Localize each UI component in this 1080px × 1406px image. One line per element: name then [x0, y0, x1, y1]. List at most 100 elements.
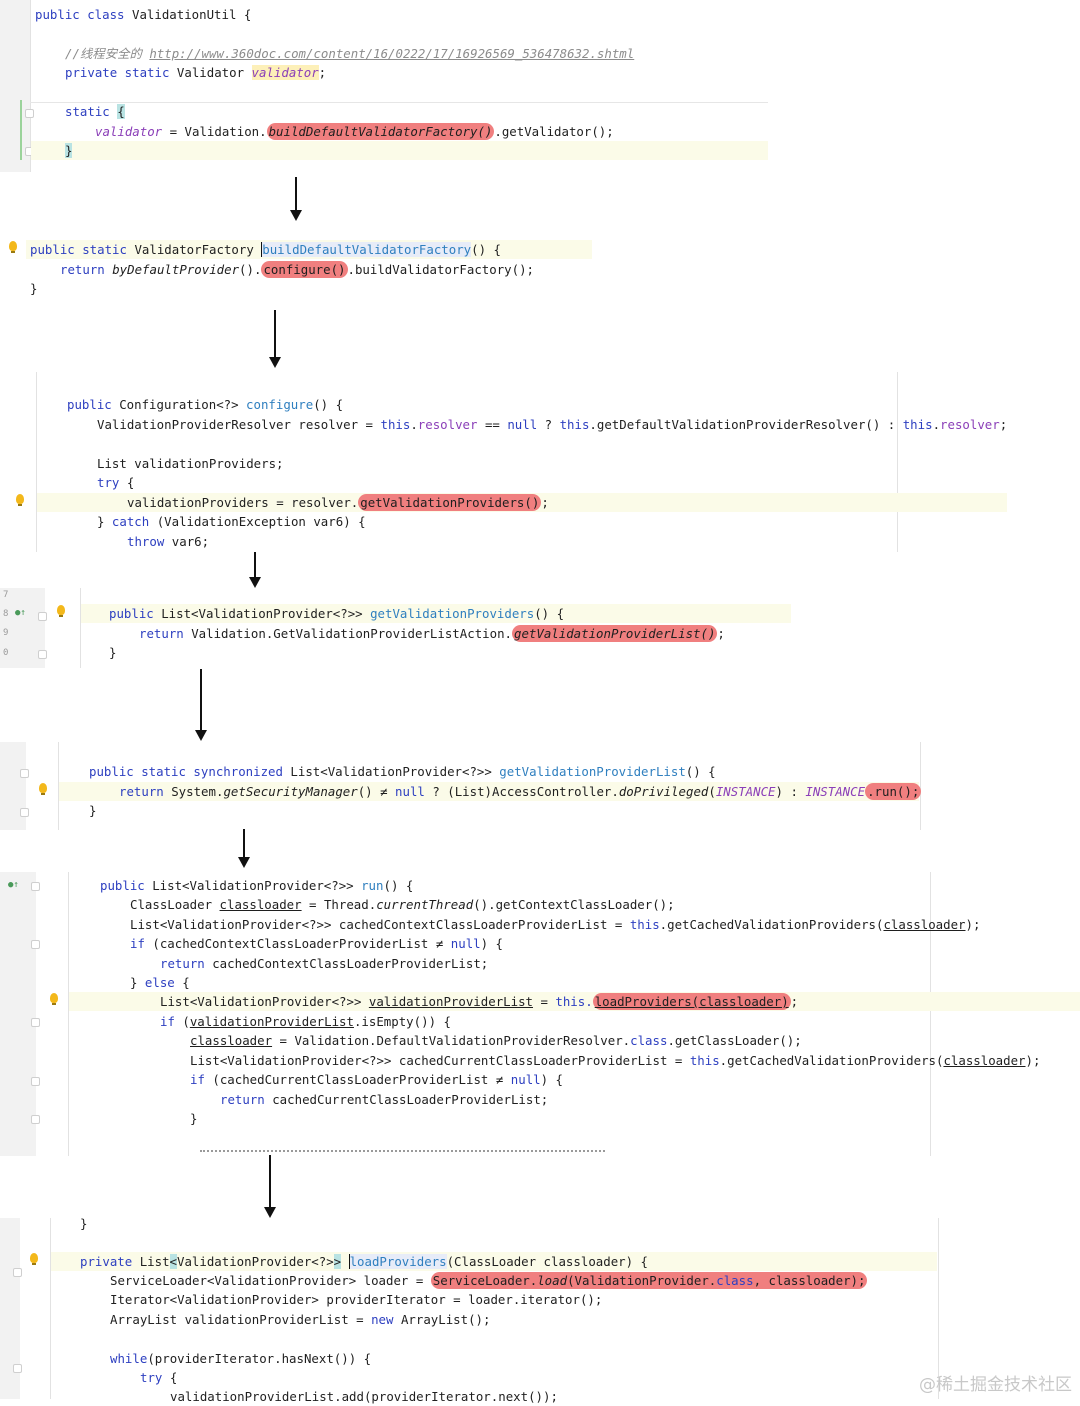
code-line: public static ValidatorFactory buildDefa… [30, 242, 501, 257]
code-line: ClassLoader classloader = Thread.current… [130, 897, 675, 912]
watermark: @稀土掘金技术社区 [919, 1375, 1072, 1395]
code-line: public List<ValidationProvider<?>> getVa… [109, 606, 565, 621]
current-line-highlight [59, 782, 919, 801]
code-line: List<ValidationProvider<?>> validationPr… [160, 993, 799, 1010]
code-line: public class ValidationUtil { [35, 7, 252, 22]
fold-icon[interactable] [38, 650, 47, 659]
flow-arrow [290, 177, 302, 221]
code-line: public Configuration<?> configure() { [67, 397, 344, 412]
code-line: return cachedContextClassLoaderProviderL… [160, 956, 489, 971]
right-margin [938, 1218, 939, 1399]
code-line: validationProviderList.add(providerItera… [170, 1389, 558, 1404]
line-number: 8 [3, 609, 9, 619]
code-panel-build-factory: public static ValidatorFactory buildDefa… [0, 236, 600, 301]
code-line: if (cachedCurrentClassLoaderProviderList… [190, 1072, 564, 1087]
code-line: return cachedCurrentClassLoaderProviderL… [220, 1092, 549, 1107]
code-line: ArrayList validationProviderList = new A… [110, 1312, 491, 1327]
flow-arrow [269, 310, 281, 368]
highlighted-call: getValidationProviderList() [512, 625, 718, 642]
highlighted-call: buildDefaultValidatorFactory() [266, 123, 495, 140]
highlighted-call: loadProviders(classloader) [592, 993, 791, 1010]
highlighted-call: ServiceLoader.load(ValidationProvider.cl… [430, 1272, 868, 1289]
override-icon[interactable]: ●↑ [8, 880, 19, 890]
fold-icon[interactable] [31, 1115, 40, 1124]
code-line: ServiceLoader<ValidationProvider> loader… [110, 1272, 868, 1289]
current-line-highlight [31, 141, 768, 160]
code-line: throw var6; [127, 534, 210, 549]
code-line: } else { [130, 975, 190, 990]
code-panel-validation-util: public class ValidationUtil { //线程安全的 ht… [0, 0, 770, 172]
line-number: 9 [3, 628, 9, 638]
code-line: //线程安全的 http://www.360doc.com/content/16… [65, 46, 635, 61]
highlighted-call: .run(); [865, 783, 922, 800]
code-panel-get-providers: 7 8 9 0 ●↑ public List<ValidationProvide… [0, 588, 800, 668]
code-line: try { [140, 1370, 178, 1385]
gutter-divider [50, 1218, 51, 1399]
fold-icon[interactable] [20, 769, 29, 778]
lightbulb-icon[interactable] [50, 993, 58, 1005]
code-line: private List<ValidationProvider<?>> load… [80, 1254, 648, 1269]
code-line: ValidationProviderResolver resolver = th… [97, 417, 1008, 432]
flow-arrow [264, 1155, 276, 1218]
lightbulb-icon[interactable] [57, 605, 65, 617]
comment-link[interactable]: http://www.360doc.com/content/16/0222/17… [149, 46, 635, 61]
code-line: validator = Validation.buildDefaultValid… [95, 123, 614, 140]
code-line: } [190, 1111, 198, 1126]
code-line: private static Validator validator; [65, 65, 327, 80]
fold-icon[interactable] [38, 612, 47, 621]
editor-gutter [0, 0, 30, 172]
fold-icon[interactable] [13, 1364, 22, 1373]
gutter-divider [30, 0, 31, 172]
code-line: } [89, 803, 97, 818]
right-margin [920, 742, 921, 830]
code-line: List<ValidationProvider<?>> cachedContex… [130, 917, 981, 932]
code-line: validationProviders = resolver.getValida… [127, 494, 549, 511]
flow-arrow [238, 829, 250, 868]
line-number: 7 [3, 590, 9, 600]
fold-icon[interactable] [13, 1268, 22, 1277]
code-line: } [80, 1216, 88, 1231]
fold-icon[interactable] [31, 940, 40, 949]
editor-gutter [0, 1218, 20, 1399]
editor-gutter [0, 588, 45, 668]
code-line: return Validation.GetValidationProviderL… [139, 625, 725, 642]
code-line: Iterator<ValidationProvider> providerIte… [110, 1292, 603, 1307]
fold-icon[interactable] [31, 1077, 40, 1086]
code-line: if (validationProviderList.isEmpty()) { [160, 1014, 451, 1029]
lightbulb-icon[interactable] [30, 1253, 38, 1265]
fold-icon[interactable] [31, 1018, 40, 1027]
lightbulb-icon[interactable] [9, 241, 17, 253]
code-line: while(providerIterator.hasNext()) { [110, 1351, 372, 1366]
fold-icon[interactable] [25, 109, 34, 118]
current-line-highlight [69, 992, 1080, 1011]
code-line: List<ValidationProvider<?>> cachedCurren… [190, 1053, 1041, 1068]
code-panel-run: ●↑ public List<ValidationProvider<?>> ru… [0, 872, 1080, 1156]
code-panel-load-providers: } private List<ValidationProvider<?>> lo… [0, 1216, 940, 1404]
code-line: public static synchronized List<Validati… [89, 764, 716, 779]
code-panel-configure: public Configuration<?> configure() { Va… [0, 372, 1010, 552]
current-line-highlight [81, 604, 791, 623]
clipped-code-line [200, 1150, 605, 1152]
fold-icon[interactable] [20, 808, 29, 817]
right-margin [930, 872, 931, 1156]
code-line: } [65, 143, 73, 158]
flow-arrow [249, 552, 261, 588]
lightbulb-icon[interactable] [16, 494, 24, 506]
code-line: } [109, 645, 117, 660]
override-icon[interactable]: ●↑ [15, 608, 26, 618]
gutter-divider [68, 872, 69, 1156]
gutter-divider [36, 372, 37, 552]
gutter-divider [58, 742, 59, 830]
current-line-highlight [51, 1252, 937, 1271]
code-line: } catch (ValidationException var6) { [97, 514, 366, 529]
highlighted-call: configure() [261, 261, 348, 278]
line-number: 0 [3, 648, 9, 658]
gutter-divider [80, 588, 81, 668]
fold-icon[interactable] [31, 882, 40, 891]
code-line: return System.getSecurityManager() ≠ nul… [119, 783, 922, 800]
code-line: static { [65, 104, 125, 119]
lightbulb-icon[interactable] [39, 783, 47, 795]
flow-arrow [195, 669, 207, 741]
code-line: try { [97, 475, 135, 490]
separator-line [30, 102, 768, 103]
